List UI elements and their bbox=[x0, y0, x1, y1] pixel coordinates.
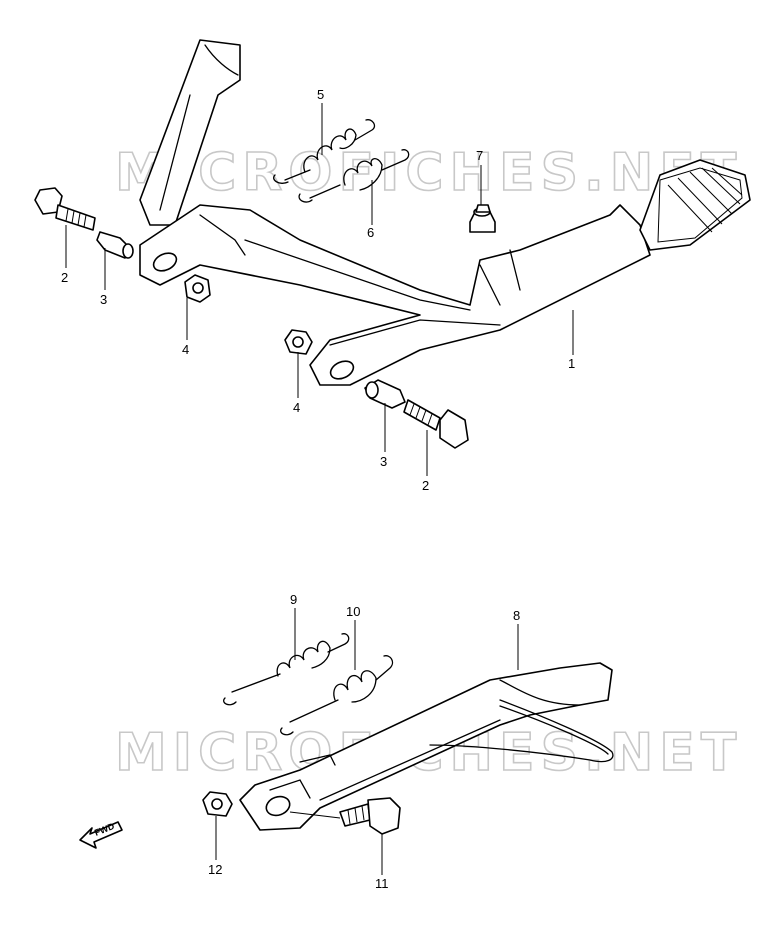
callout-8: 8 bbox=[513, 608, 520, 623]
watermark-top: MICROFICHES.NET bbox=[115, 143, 742, 203]
spring-9 bbox=[223, 633, 350, 706]
callout-12: 12 bbox=[208, 862, 222, 877]
leader-lines bbox=[65, 103, 574, 875]
callout-1: 1 bbox=[568, 356, 575, 371]
callout-3-right: 3 bbox=[380, 454, 387, 469]
callout-10: 10 bbox=[346, 604, 360, 619]
bolt-11 bbox=[339, 797, 401, 835]
center-stand bbox=[139, 39, 751, 386]
callout-9: 9 bbox=[290, 592, 297, 607]
callout-4-left: 4 bbox=[182, 342, 189, 357]
callout-7: 7 bbox=[476, 148, 483, 163]
collar-3-left bbox=[96, 231, 134, 259]
callout-6: 6 bbox=[367, 225, 374, 240]
callout-2-right: 2 bbox=[422, 478, 429, 493]
callout-4-right: 4 bbox=[293, 400, 300, 415]
callout-11: 11 bbox=[375, 876, 389, 891]
stopper-7 bbox=[469, 204, 496, 233]
fwd-arrow-icon: FWD bbox=[79, 821, 123, 849]
bolt-2-right bbox=[403, 399, 469, 449]
nut-12 bbox=[202, 791, 233, 817]
nut-4-left bbox=[184, 274, 211, 303]
callout-3-left: 3 bbox=[100, 292, 107, 307]
callout-2-left: 2 bbox=[61, 270, 68, 285]
bolt-2-left bbox=[34, 187, 96, 231]
spring-5 bbox=[273, 119, 376, 184]
side-stand bbox=[239, 662, 614, 831]
callout-5: 5 bbox=[317, 87, 324, 102]
nut-4-right bbox=[284, 329, 313, 355]
spring-6 bbox=[298, 149, 410, 203]
spring-10 bbox=[280, 655, 394, 736]
collar-3-right bbox=[364, 379, 406, 409]
